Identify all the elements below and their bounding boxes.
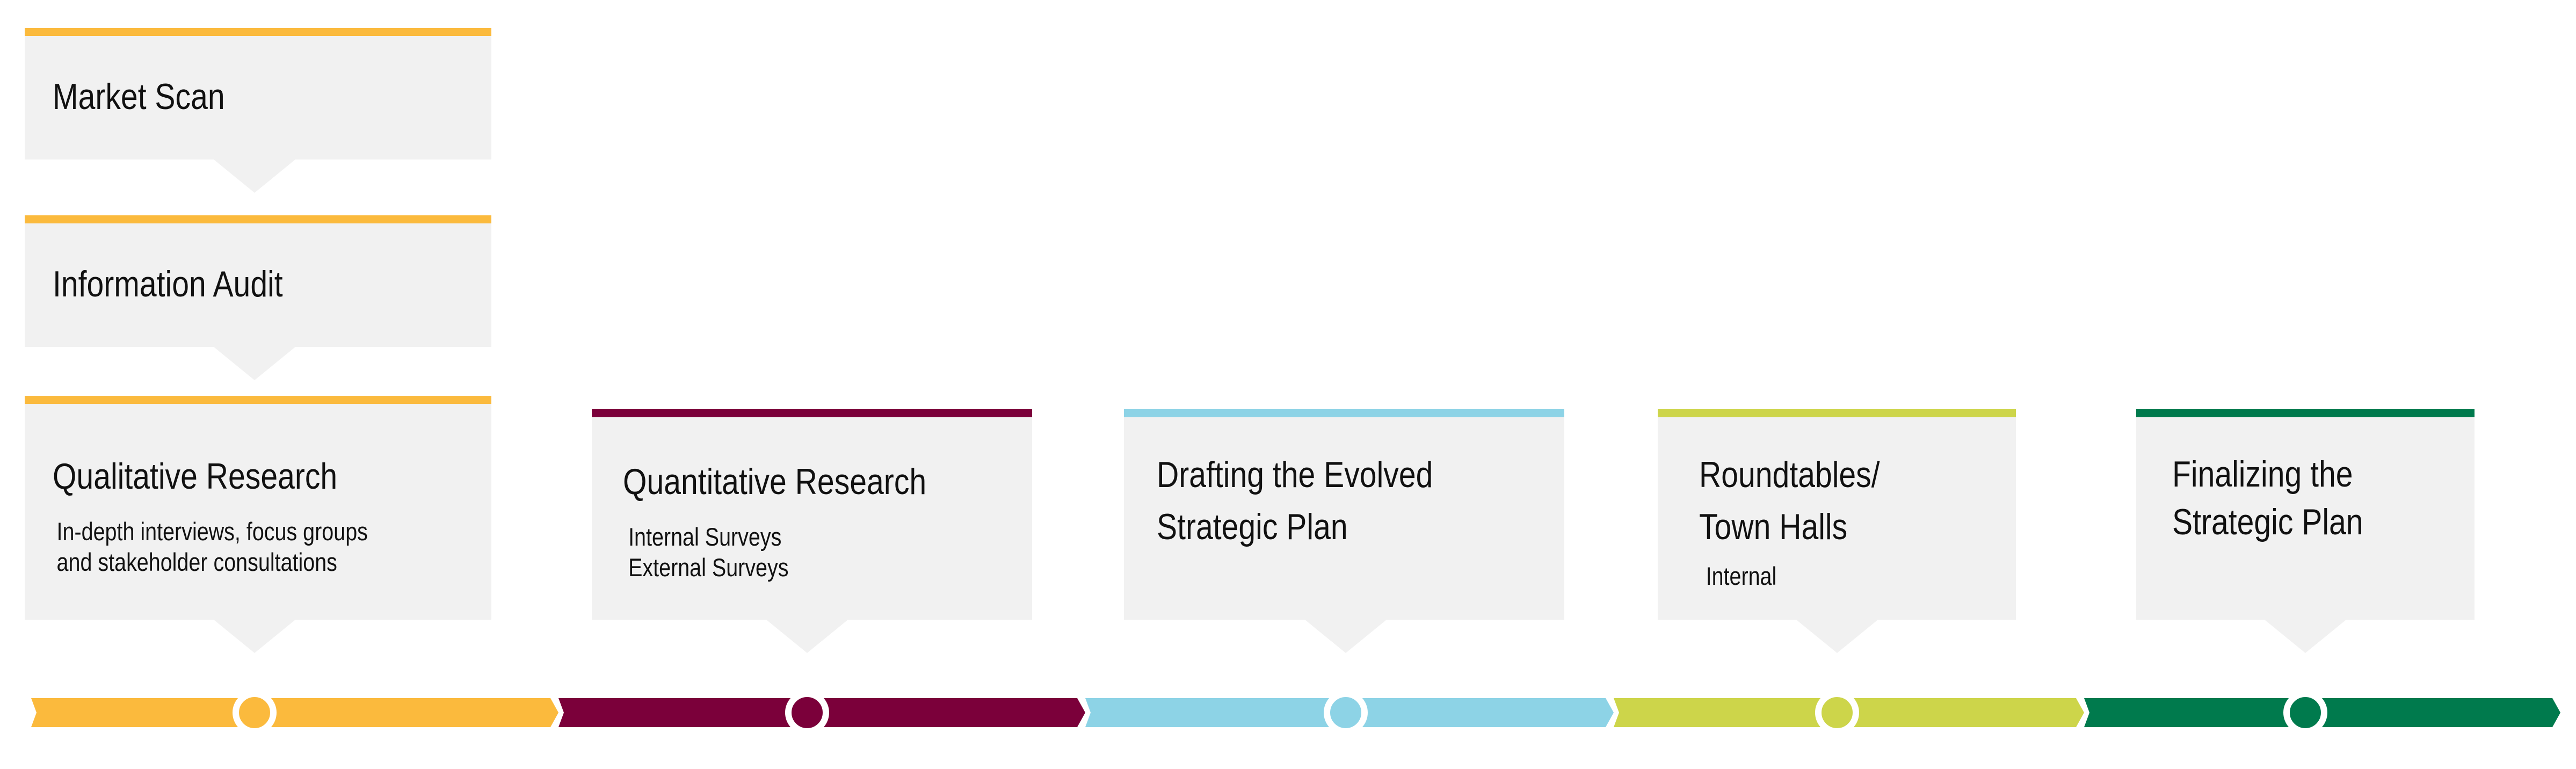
milestone-dot	[785, 693, 829, 735]
timeline-segment-yellow	[31, 698, 558, 727]
step-finalizing-plan: Finalizing the Strategic Plan	[2136, 409, 2475, 653]
step-information-audit: Information Audit	[25, 215, 491, 380]
step-title: Strategic Plan	[1157, 506, 1348, 547]
step-title: Market Scan	[53, 76, 225, 117]
step-detail: In-depth interviews, focus groups	[56, 517, 368, 546]
milestone-dot	[2283, 693, 2327, 735]
pointer	[2265, 620, 2346, 653]
step-roundtables: Roundtables/ Town Halls Internal	[1658, 409, 2016, 653]
pointer	[766, 620, 848, 653]
step-title: Strategic Plan	[2172, 502, 2363, 542]
pointer	[1305, 620, 1387, 653]
accent-bar	[25, 215, 491, 223]
step-quantitative-research: Quantitative Research Internal Surveys E…	[592, 409, 1032, 653]
step-detail: External Surveys	[628, 553, 789, 582]
milestone-dot	[233, 693, 277, 735]
accent-bar	[592, 409, 1032, 417]
accent-bar	[2136, 409, 2475, 417]
step-title: Quantitative Research	[623, 461, 927, 502]
step-title: Qualitative Research	[53, 456, 338, 497]
step-title: Roundtables/	[1699, 454, 1880, 495]
pointer	[214, 347, 295, 380]
pointer	[214, 159, 295, 193]
step-detail: Internal Surveys	[628, 523, 782, 551]
accent-bar	[25, 396, 491, 404]
step-detail: and stakeholder consultations	[56, 548, 337, 576]
milestone-dot	[1324, 693, 1368, 735]
step-title: Town Halls	[1699, 506, 1848, 547]
step-title: Information Audit	[53, 264, 283, 304]
milestone-dot	[1815, 693, 1859, 735]
accent-bar	[25, 28, 491, 36]
step-detail: Internal	[1706, 562, 1777, 590]
accent-bar	[1124, 409, 1564, 417]
step-market-scan: Market Scan	[25, 28, 491, 193]
step-qualitative-research: Qualitative Research In-depth interviews…	[25, 396, 491, 653]
timeline-arrow	[31, 693, 2560, 735]
accent-bar	[1658, 409, 2016, 417]
pointer	[1796, 620, 1878, 653]
step-title: Finalizing the	[2172, 454, 2353, 495]
pointer	[214, 620, 295, 653]
step-title: Drafting the Evolved	[1157, 454, 1433, 495]
step-drafting-plan: Drafting the Evolved Strategic Plan	[1124, 409, 1564, 653]
